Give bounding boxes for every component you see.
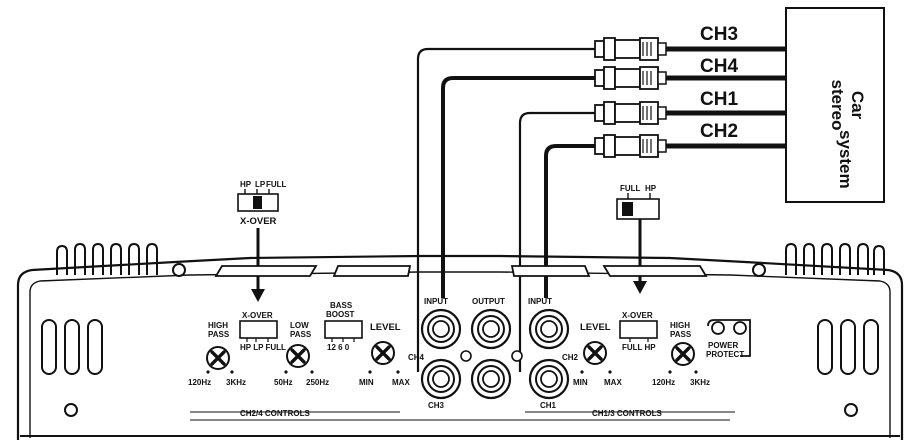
rc-xover-switch[interactable]	[619, 320, 658, 339]
rc-highpass-line1: HIGH	[670, 321, 690, 330]
stereo-label-line3: system	[836, 130, 855, 189]
left-switch-label: X-OVER	[240, 216, 277, 227]
rc-level-min: MIN	[573, 378, 588, 387]
jack-input-ch4[interactable]	[420, 308, 462, 350]
jack-output-top[interactable]	[470, 308, 512, 350]
lc-section-label: CH2/4 CONTROLS	[240, 409, 310, 418]
left-controls: HIGH PASS 120Hz 3KHz X-OVER HP LP FULL L…	[188, 301, 410, 418]
left-heatsink	[56, 242, 158, 275]
right-switch-opt-hp: HP	[645, 184, 657, 193]
lc-highpass-line1: HIGH	[208, 321, 228, 330]
lc-lowpass-knob[interactable]	[285, 343, 311, 369]
jack-output-bottom[interactable]	[470, 358, 512, 400]
jack-label-input-left: INPUT	[424, 297, 448, 306]
channel-label-ch3: CH3	[700, 24, 738, 45]
jack-label-ch3: CH3	[428, 401, 445, 410]
channel-label-ch4: CH4	[700, 56, 738, 77]
jack-input-ch1[interactable]	[528, 358, 570, 400]
rc-level-max: MAX	[604, 378, 622, 387]
left-xover-switch: HP LP FULL X-OVER	[237, 180, 287, 302]
left-switch-opt-hp: HP	[240, 180, 252, 189]
rc-section-label: CH1/3 CONTROLS	[592, 409, 662, 418]
rca-cables: CH3 CH4 CH1 CH2	[416, 24, 786, 372]
rc-highpass-max: 3KHz	[690, 378, 710, 387]
lc-bassboost-switch[interactable]	[324, 320, 363, 339]
lc-highpass-knob[interactable]	[205, 345, 231, 371]
rc-xover-label: X-OVER	[622, 311, 653, 320]
lc-xover-switch[interactable]	[239, 320, 278, 339]
rc-highpass-min: 120Hz	[652, 378, 675, 387]
lc-lowpass-min: 50Hz	[274, 378, 293, 387]
power-protect-led: POWER PROTECT	[706, 319, 751, 359]
lc-level-knob[interactable]	[370, 340, 396, 366]
right-switch-opt-full: FULL	[620, 184, 641, 193]
lc-level-label: LEVEL	[370, 322, 401, 333]
lc-highpass-min: 120Hz	[188, 378, 211, 387]
right-controls: LEVEL MIN MAX X-OVER FULL HP HIGH PASS 1…	[525, 311, 751, 418]
rc-highpass-knob[interactable]	[670, 341, 696, 367]
channel-label-ch2: CH2	[700, 121, 738, 142]
jack-input-ch2[interactable]	[528, 308, 570, 350]
left-switch-opt-lp: LP	[255, 180, 266, 189]
right-heatsink	[785, 242, 885, 275]
car-stereo-box: Car stereo system	[785, 7, 885, 203]
rc-highpass-line2: PASS	[670, 330, 692, 339]
rc-level-label: LEVEL	[580, 322, 611, 333]
lc-bassboost-line1: BASS	[330, 301, 353, 310]
channel-label-ch1: CH1	[700, 89, 738, 110]
amplifier-body	[16, 242, 904, 440]
lc-highpass-max: 3KHz	[226, 378, 246, 387]
jack-label-ch2: CH2	[562, 353, 579, 362]
power-label-line1: POWER	[708, 341, 738, 350]
lc-xover-label: X-OVER	[242, 311, 273, 320]
right-xover-switch: FULL HP	[616, 184, 660, 294]
stereo-label-line1: Car	[848, 91, 867, 120]
lc-bassboost-line2: BOOST	[326, 310, 355, 319]
lc-lowpass-line1: LOW	[290, 321, 309, 330]
jack-input-ch3[interactable]	[420, 358, 462, 400]
power-label-line2: PROTECT	[706, 350, 744, 359]
lc-level-max: MAX	[392, 378, 410, 387]
lc-xover-options: HP LP FULL	[240, 343, 286, 352]
jack-label-ch1: CH1	[540, 401, 557, 410]
lc-lowpass-max: 250Hz	[306, 378, 329, 387]
stereo-label-line2: stereo	[828, 79, 847, 130]
lc-highpass-line2: PASS	[208, 330, 230, 339]
lc-lowpass-line2: PASS	[290, 330, 312, 339]
lc-level-min: MIN	[359, 378, 374, 387]
jack-label-input-right: INPUT	[528, 297, 552, 306]
rc-level-knob[interactable]	[582, 340, 608, 366]
lc-bassboost-values: 12 6 0	[327, 343, 350, 352]
jack-label-ch4: CH4	[408, 353, 425, 362]
jack-label-output: OUTPUT	[472, 297, 505, 306]
left-switch-opt-full: FULL	[266, 180, 287, 189]
rc-xover-options: FULL HP	[622, 343, 656, 352]
rca-jacks: INPUT OUTPUT INPUT CH4 CH3 CH2 CH1	[408, 297, 579, 410]
